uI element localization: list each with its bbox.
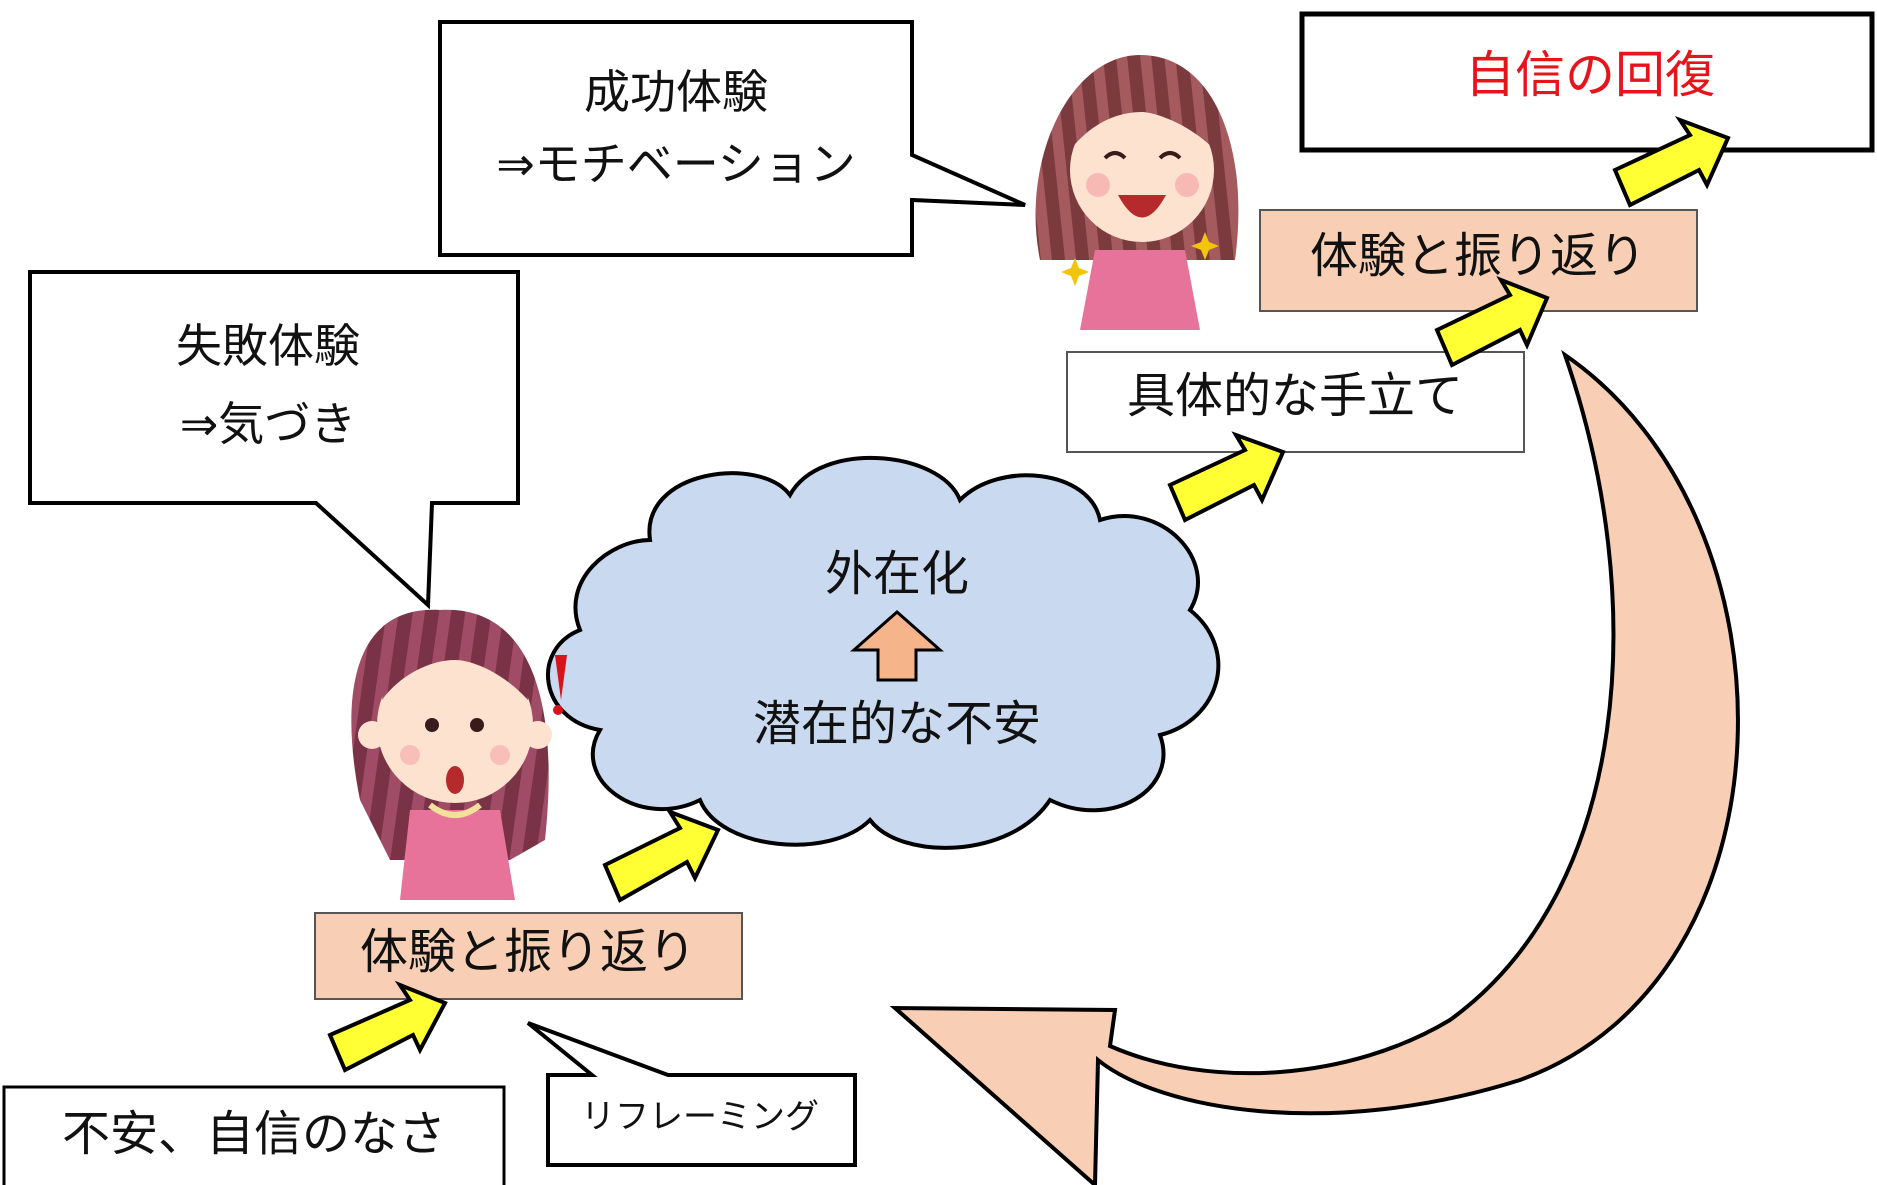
speech-success-line2: ⇒モチベーション	[496, 137, 856, 191]
happy-girl-illustration	[1035, 55, 1239, 330]
cycle-arrow	[889, 349, 1740, 1185]
speech-success-line1: 成功体験	[584, 65, 768, 119]
step-anxiety: 不安、自信のなさ	[2, 1085, 506, 1185]
cloud-bottom-label: 潜在的な不安	[753, 696, 1041, 752]
speech-failure-line1: 失敗体験	[176, 319, 360, 373]
step-anxiety-label: 不安、自信のなさ	[62, 1106, 446, 1162]
goal-box: 自信の回復	[1299, 11, 1875, 153]
reframing-bubble: リフレーミング	[526, 1021, 857, 1167]
step-concrete-plan-label: 具体的な手立て	[1127, 368, 1463, 424]
arrow-reflection-to-goal	[1612, 115, 1731, 208]
step-reflection-high: 体験と振り返り	[1259, 209, 1698, 312]
step-reflection-low: 体験と振り返り	[314, 912, 743, 1000]
arrow-reflection-to-cloud	[602, 808, 721, 903]
up-arrow	[850, 609, 944, 682]
surprised-girl-illustration	[351, 609, 567, 900]
step-concrete-plan: 具体的な手立て	[1066, 351, 1525, 453]
goal-text: 自信の回復	[1465, 46, 1715, 104]
sparkle-icon	[1191, 232, 1219, 260]
step-reflection-low-label: 体験と振り返り	[360, 924, 696, 980]
speech-failure-line2: ⇒気づき	[180, 397, 357, 451]
cloud-externalization: 外在化 潜在的な不安	[545, 456, 1221, 850]
arrow-plan-to-reflection	[1434, 276, 1550, 368]
reframing-label: リフレーミング	[581, 1097, 819, 1137]
arrow-anxiety-to-reflection	[327, 980, 448, 1073]
cloud-top-label: 外在化	[825, 546, 969, 602]
exclamation-icon	[555, 655, 567, 700]
sparkle-icon	[1061, 258, 1089, 286]
speech-bubble-success: 成功体験 ⇒モチベーション	[438, 20, 1026, 257]
speech-bubble-failure: 失敗体験 ⇒気づき	[28, 270, 520, 610]
step-reflection-high-label: 体験と振り返り	[1310, 228, 1646, 284]
yellow-arrows	[327, 115, 1731, 1073]
exclamation-dot	[553, 705, 563, 715]
arrow-cloud-to-plan	[1167, 431, 1286, 523]
